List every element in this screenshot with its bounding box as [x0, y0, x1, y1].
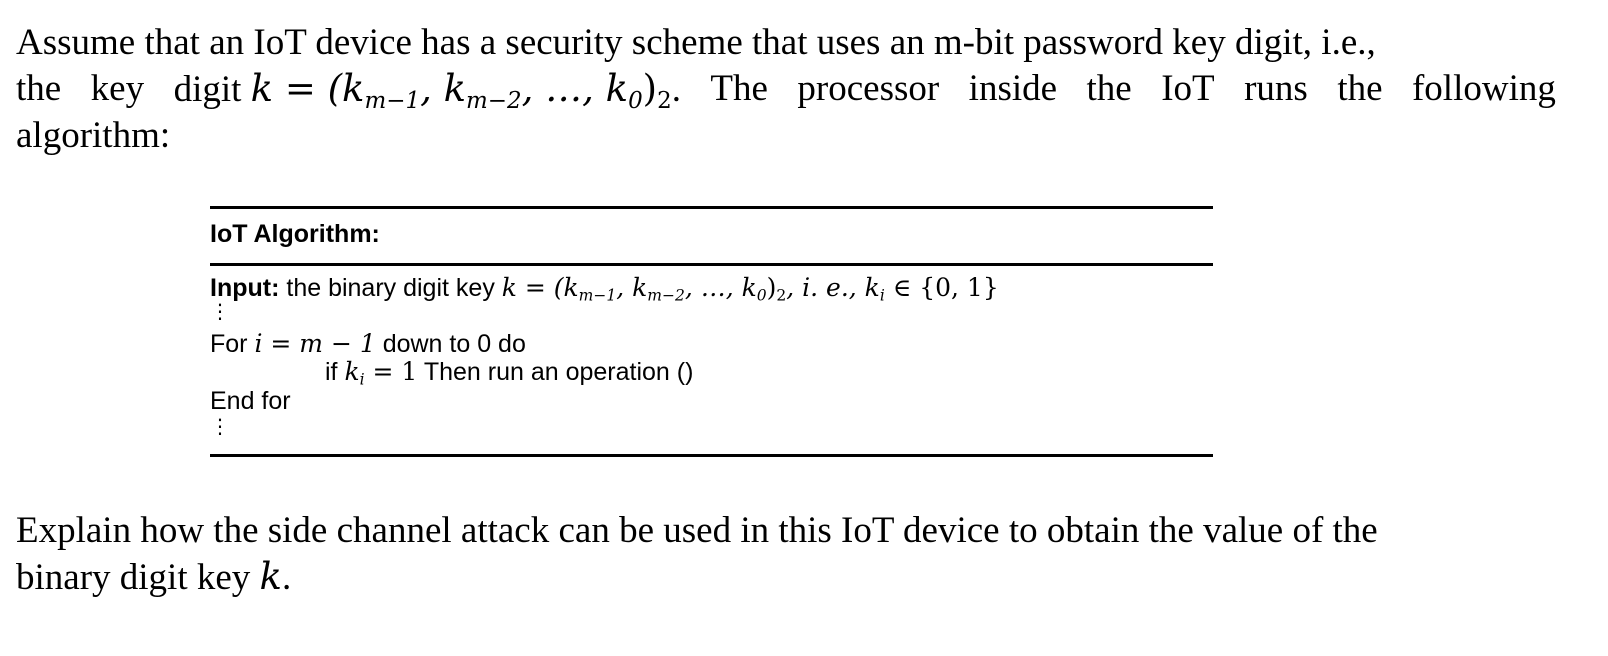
- algorithm-top-rule: [210, 206, 1213, 209]
- intro-word: The: [710, 68, 768, 109]
- intro-word-with-math: digit k = (km−1, km−2, …, k0)2.: [173, 67, 681, 114]
- key-definition-math: k = (km−1, km−2, …, k0)2: [250, 67, 672, 114]
- closing-line-1: Explain how the side channel attack can …: [16, 510, 1378, 551]
- intro-word: the: [1086, 68, 1132, 109]
- closing-line-2: binary digit key k.: [16, 555, 292, 598]
- key-variable: k: [259, 555, 282, 598]
- intro-line-3: algorithm:: [16, 115, 171, 156]
- input-key-math: k = (km−1, km−2, …, k0)2, i. e., ki ∈ {0…: [501, 273, 999, 305]
- intro-word: processor: [797, 68, 940, 109]
- intro-line-1: Assume that an IoT device has a security…: [16, 22, 1376, 63]
- algorithm-bottom-rule: [210, 454, 1213, 457]
- input-label: Input:: [210, 274, 280, 302]
- intro-word: inside: [968, 68, 1058, 109]
- question-prompt-paragraph: Explain how the side channel attack can …: [16, 508, 1556, 601]
- algorithm-title: IoT Algorithm:: [210, 220, 380, 248]
- intro-word: the: [16, 68, 62, 109]
- intro-word: following: [1411, 68, 1556, 109]
- intro-word: key: [90, 68, 145, 109]
- loop-range-math: i = m − 1: [254, 329, 376, 358]
- intro-word: the: [1337, 68, 1383, 109]
- algorithm-input-line: Input: the binary digit key k = (km−1, k…: [210, 273, 999, 305]
- algorithm-header-rule: [210, 263, 1213, 266]
- question-intro-paragraph: Assume that an IoT device has a security…: [16, 20, 1556, 159]
- vertical-ellipsis: ⋮: [210, 301, 230, 323]
- vertical-ellipsis: ⋮: [210, 416, 230, 438]
- intro-word: runs: [1244, 68, 1308, 109]
- algorithm-end-for-line: End for: [210, 387, 291, 415]
- intro-word: IoT: [1161, 68, 1215, 109]
- intro-line-2: the key digit k = (km−1, km−2, …, k0)2. …: [16, 66, 1556, 113]
- algorithm-for-line: For i = m − 1 down to 0 do: [210, 329, 526, 359]
- condition-math: ki = 1: [344, 357, 418, 389]
- algorithm-if-line: if ki = 1 Then run an operation (): [325, 357, 694, 389]
